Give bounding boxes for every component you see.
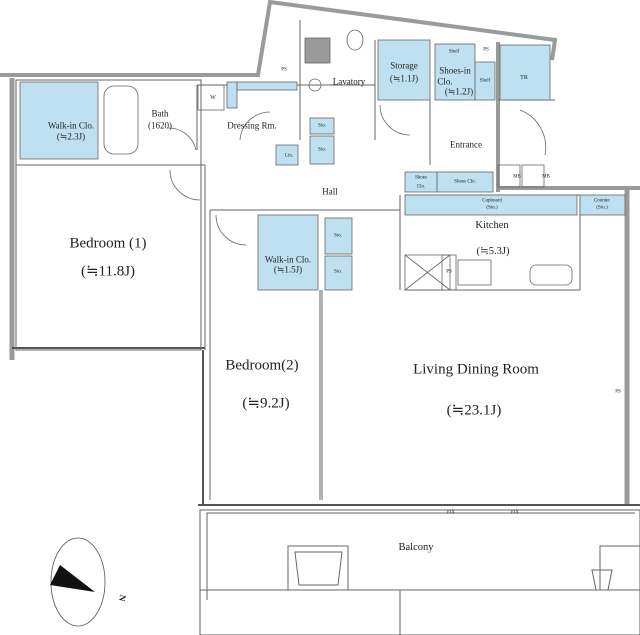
shelf-label: Shelf	[479, 78, 491, 84]
fix-label: FIX	[446, 510, 456, 516]
kitchen-name: Kitchen	[475, 219, 509, 231]
w-label: W	[210, 95, 216, 101]
bedroom1-name: Bedroom (1)	[69, 235, 147, 252]
living-dining-room-area: (≒23.1J)	[446, 402, 502, 419]
balcony-name: Balcony	[398, 541, 434, 553]
dressing-room-name: Dressing Rm.	[227, 120, 277, 131]
ps-label: PS	[483, 47, 489, 53]
storage-label: Sto.	[318, 147, 326, 153]
storage-label: Sto.	[318, 123, 326, 129]
living-dining-room-name: Living Dining Room	[413, 361, 539, 378]
counter-sto-label: (Sto.)	[596, 205, 608, 211]
walkin-closet1-name: Walk-in Clo.	[47, 120, 95, 131]
fix-label: FIX	[510, 510, 520, 516]
bath-size: (1620)	[148, 120, 172, 131]
shoes-closet-label2: Clo.	[416, 184, 426, 190]
ps-label: PS	[615, 389, 621, 395]
shelf-label: Shelf	[448, 49, 460, 55]
kitchen-area: (≒5.3J)	[476, 245, 510, 257]
cupboard-label: Cupboard	[482, 198, 502, 204]
mb-label: MB	[542, 174, 550, 180]
shoes-in-closet-name: Shoes-in	[439, 65, 471, 76]
storage-label: Sto.	[334, 269, 342, 275]
tr-name: TR	[520, 75, 528, 81]
storage-area: (≒1.1J)	[389, 73, 419, 84]
hall-name: Hall	[322, 186, 338, 197]
ps-label: PS	[446, 269, 452, 275]
shoes-closet-wide-label: Shoes Clo.	[454, 179, 476, 185]
compass-north-label: N	[117, 594, 128, 603]
lavatory-name: Lavatory	[332, 76, 366, 87]
walkin-closet1-area: (≒2.3J)	[56, 131, 86, 142]
bedroom1-area: (≒11.8J)	[80, 263, 136, 280]
bedroom2-name: Bedroom(2)	[225, 357, 299, 374]
cupboard-sto-label: (Sto.)	[486, 205, 498, 211]
storage-label: Sto.	[334, 233, 342, 239]
shoes-in-closet-area: (≒1.2J)	[444, 86, 474, 97]
shoes-closet-label: Shoes	[415, 175, 427, 181]
ps-label: PS	[281, 67, 287, 73]
linen-label: Lin.	[284, 153, 294, 159]
storage-name: Storage	[390, 60, 418, 71]
bath-name: Bath	[151, 108, 169, 119]
compass-icon	[50, 537, 106, 627]
walkin-closet2-area: (≒1.5J)	[273, 264, 303, 275]
bedroom2-area: (≒9.2J)	[242, 395, 290, 412]
counter-label: Counter	[593, 198, 611, 204]
mb-label: MB	[513, 174, 521, 180]
entrance-name: Entrance	[450, 139, 482, 150]
shoes-in-closet-name2: Clo.	[437, 76, 453, 87]
walkin-closet2-name: Walk-in Clo.	[264, 254, 312, 265]
